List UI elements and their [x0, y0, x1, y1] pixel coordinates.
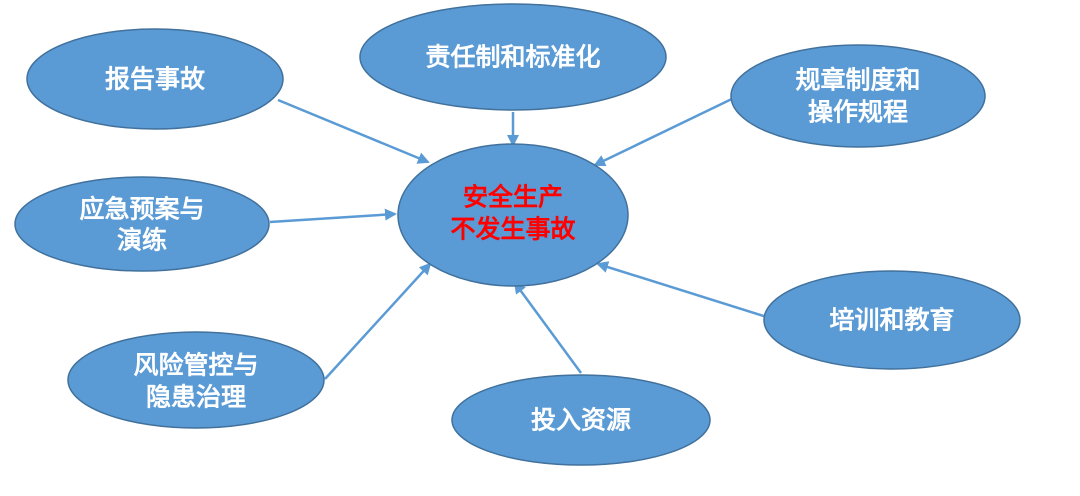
node-responsibility: 责任制和标准化 [359, 3, 667, 111]
node-rules: 规章制度和 操作规程 [730, 44, 986, 148]
arrow-training-to-center [596, 261, 771, 320]
arrow-report-to-center [277, 98, 430, 164]
emergency-label-line2: 演练 [117, 226, 167, 255]
risk-label-line1: 风险管控与 [133, 351, 258, 380]
training-ellipse [763, 270, 1021, 370]
report-label: 报告事故 [105, 65, 206, 94]
responsibility-label: 责任制和标准化 [425, 43, 600, 72]
node-emergency: 应急预案与 演练 [14, 176, 270, 272]
node-training: 培训和教育 [763, 270, 1021, 370]
investment-ellipse [451, 374, 711, 466]
rules-label-line2: 操作规程 [808, 98, 908, 127]
training-label: 培训和教育 [829, 306, 954, 335]
center-ellipse [397, 143, 629, 287]
rules-label-line1: 规章制度和 [795, 66, 920, 95]
rules-ellipse [730, 44, 986, 148]
arrow-emergency-to-center [269, 208, 397, 224]
emergency-ellipse [14, 176, 270, 272]
responsibility-ellipse [359, 3, 667, 111]
node-report-accident: 报告事故 [26, 28, 284, 130]
arrow-investment-to-center [513, 281, 583, 374]
risk-label-line2: 隐患治理 [146, 383, 246, 412]
center-label-line2: 不发生事故 [450, 215, 576, 244]
arrow-rules-to-center [593, 94, 739, 167]
risk-ellipse [67, 331, 325, 429]
emergency-label-line1: 应急预案与 [79, 195, 204, 224]
center-node: 安全生产 不发生事故 [397, 143, 629, 287]
node-investment: 投入资源 [451, 374, 711, 466]
center-label-line1: 安全生产 [463, 183, 563, 212]
report-ellipse [26, 28, 284, 130]
node-risk: 风险管控与 隐患治理 [67, 331, 325, 429]
investment-label: 投入资源 [531, 406, 631, 435]
arrow-risk-to-center [324, 262, 432, 380]
